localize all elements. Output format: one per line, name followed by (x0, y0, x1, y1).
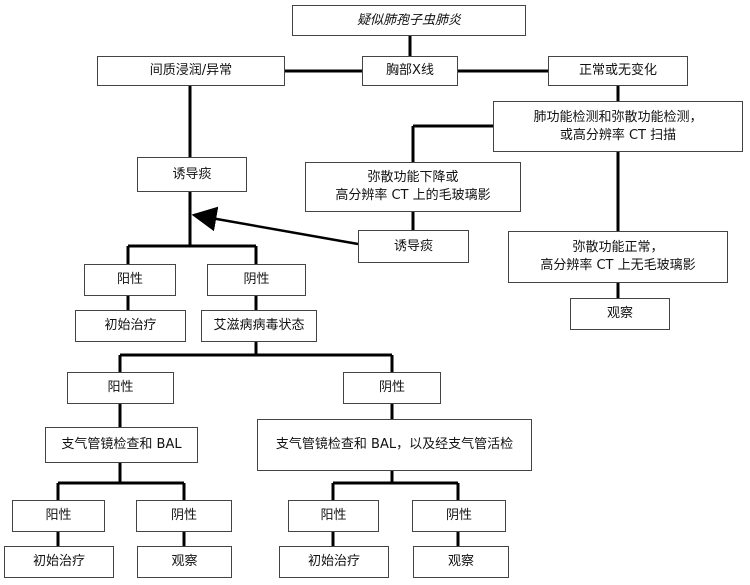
positive-1-box: 阳性 (84, 264, 176, 296)
dlco-low-box: 弥散功能下降或 高分辨率 CT 上的毛玻璃影 (305, 162, 521, 212)
positive-2-box: 阳性 (12, 500, 105, 532)
negative-2-box: 阴性 (136, 500, 232, 532)
bronch-bal-box: 支气管镜检查和 BAL (45, 427, 198, 463)
initial-treatment-2-box: 初始治疗 (4, 546, 114, 578)
observe-top-box: 观察 (570, 298, 670, 330)
hiv-negative-box: 阴性 (343, 372, 441, 404)
negative-1-box: 阴性 (207, 264, 306, 296)
title-box: 疑似肺孢子虫肺炎 (292, 5, 526, 36)
pft-box: 肺功能检测和弥散功能检测， 或高分辨率 CT 扫描 (493, 101, 743, 152)
normal-box: 正常或无变化 (548, 56, 688, 86)
bronch-bal-tbb-box: 支气管镜检查和 BAL，以及经支气管活检 (257, 419, 532, 471)
induced-sputum-left-box: 诱导痰 (137, 157, 247, 192)
observe-2-box: 观察 (137, 546, 232, 578)
positive-3-box: 阳性 (288, 500, 379, 532)
initial-treatment-1-box: 初始治疗 (75, 310, 186, 342)
xray-box: 胸部X线 (362, 56, 458, 86)
hiv-status-box: 艾滋病病毒状态 (201, 310, 317, 342)
interstitial-box: 间质浸润/异常 (97, 56, 285, 86)
hiv-positive-box: 阳性 (67, 372, 174, 404)
negative-3-box: 阴性 (412, 500, 506, 532)
dlco-normal-box: 弥散功能正常， 高分辨率 CT 上无毛玻璃影 (508, 231, 728, 283)
arrow-sputum-to-left (191, 206, 359, 246)
induced-sputum-right-box: 诱导痰 (358, 230, 469, 263)
initial-treatment-3-box: 初始治疗 (279, 546, 389, 578)
observe-3-box: 观察 (413, 546, 509, 578)
